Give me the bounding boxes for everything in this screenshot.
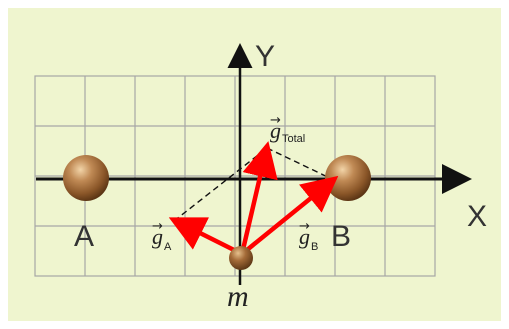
y-axis-label: Y — [255, 40, 275, 73]
label-g-b: g → B — [299, 219, 318, 253]
vector-g-total — [239, 141, 278, 257]
g-b-subscript: B — [311, 241, 318, 253]
g-total-symbol: g — [270, 118, 281, 143]
mass-m — [229, 246, 253, 270]
label-g-total: g → Total — [270, 113, 305, 145]
label-g-a: g → A — [152, 219, 172, 253]
g-a-symbol: g — [152, 224, 163, 249]
vector-g-b — [239, 175, 339, 257]
mass-a-label: A — [74, 220, 94, 253]
vector-g-a — [168, 217, 245, 257]
mass-m-label: m — [227, 280, 249, 313]
g-b-symbol: g — [299, 224, 310, 249]
mass-b — [325, 155, 371, 201]
parallelogram-guides — [173, 147, 335, 222]
g-b-arrow-accent: → — [299, 219, 310, 234]
vectors — [168, 141, 339, 257]
mass-b-label: B — [331, 220, 351, 253]
g-total-arrow-accent: → — [270, 113, 281, 128]
x-axis-label: X — [467, 200, 487, 233]
mass-a — [63, 155, 109, 201]
g-a-subscript: A — [164, 241, 172, 253]
g-total-subscript: Total — [282, 133, 305, 145]
g-a-arrow-accent: → — [152, 219, 163, 234]
